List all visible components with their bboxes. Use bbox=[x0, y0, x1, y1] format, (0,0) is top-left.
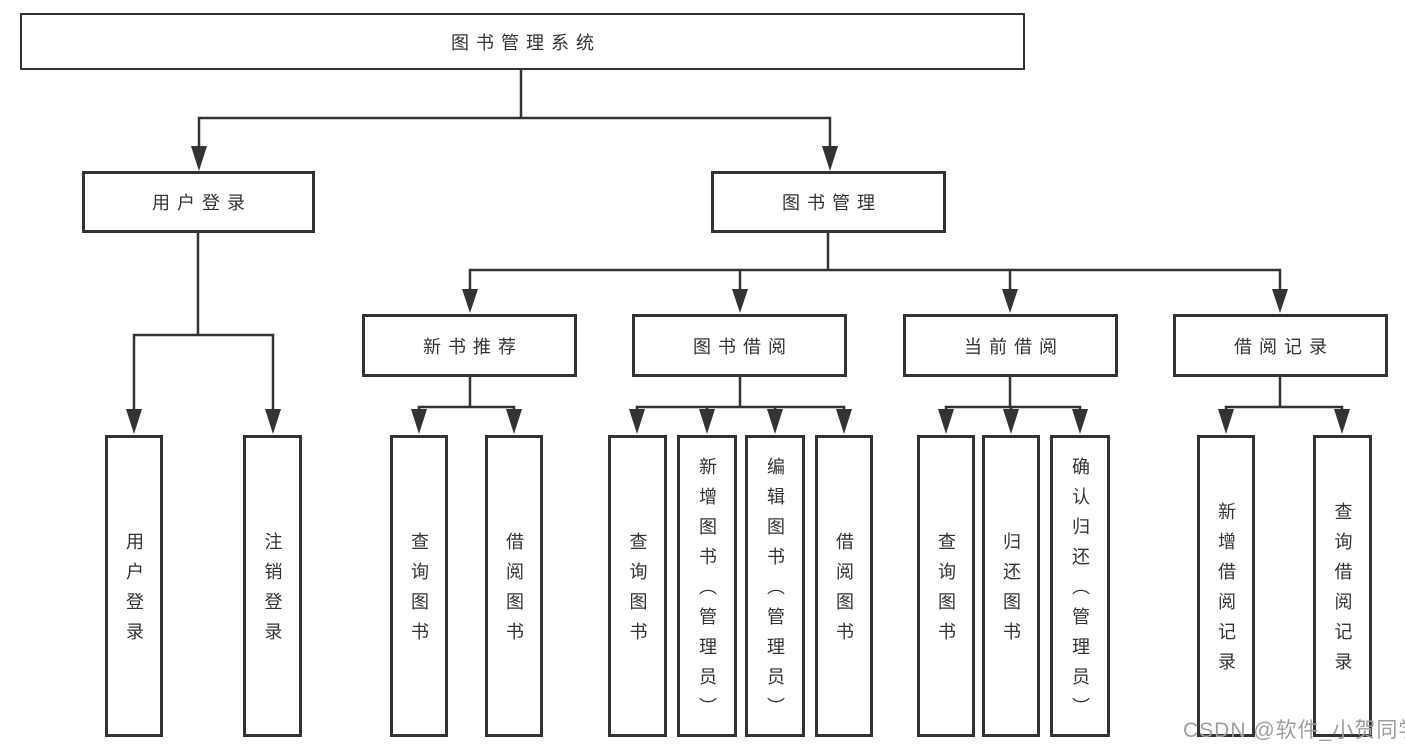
node-book-management-branch: 图书管理 bbox=[711, 171, 946, 233]
node-label: 图书管理系统 bbox=[451, 32, 601, 53]
arrow-icon bbox=[191, 146, 207, 171]
arrow-icon bbox=[836, 409, 852, 434]
node-label: 查询图书 bbox=[936, 532, 956, 652]
node-label: 编辑图书（管理员） bbox=[765, 457, 785, 727]
leaf-current-query-books: 查询图书 bbox=[917, 435, 975, 737]
leaf-records-add-record: 新增借阅记录 bbox=[1197, 435, 1255, 737]
connector-records-split bbox=[1224, 405, 1344, 414]
node-label: 查询图书 bbox=[627, 532, 648, 652]
leaf-records-query-record: 查询借阅记录 bbox=[1313, 435, 1372, 737]
connector-newbook-split bbox=[417, 405, 516, 414]
arrow-icon bbox=[506, 409, 522, 434]
node-label: 归还图书 bbox=[1001, 532, 1021, 652]
leaf-newbook-borrow-books: 借阅图书 bbox=[485, 435, 543, 737]
connector-current-split bbox=[944, 405, 1082, 414]
connector-userlogin-split bbox=[132, 333, 275, 415]
node-new-book-recommend: 新书推荐 bbox=[362, 314, 577, 377]
node-label: 借阅图书 bbox=[504, 532, 524, 652]
arrow-icon bbox=[1072, 409, 1088, 434]
connector-bookmgmt-split bbox=[468, 268, 1282, 295]
node-label: 新增图书（管理员） bbox=[697, 457, 717, 727]
arrow-icon bbox=[265, 409, 281, 434]
arrow-icon bbox=[938, 409, 954, 434]
connector-borrow-split bbox=[635, 405, 846, 414]
node-label: 借阅记录 bbox=[1234, 336, 1334, 357]
node-label: 借阅图书 bbox=[834, 532, 854, 652]
leaf-borrow-edit-books-admin: 编辑图书（管理员） bbox=[745, 435, 805, 737]
leaf-current-return-books: 归还图书 bbox=[982, 435, 1040, 737]
node-label: 当前借阅 bbox=[964, 336, 1064, 357]
node-label: 用户登录 bbox=[124, 532, 144, 652]
leaf-user-login: 用户登录 bbox=[105, 435, 163, 737]
arrow-icon bbox=[767, 409, 783, 434]
node-label: 查询图书 bbox=[409, 532, 429, 652]
leaf-borrow-add-books-admin: 新增图书（管理员） bbox=[677, 435, 737, 737]
leaf-current-confirm-return-admin: 确认归还（管理员） bbox=[1050, 435, 1110, 737]
node-label: 确认归还（管理员） bbox=[1070, 457, 1090, 727]
arrow-icon bbox=[411, 409, 427, 434]
node-book-borrow: 图书借阅 bbox=[632, 314, 847, 377]
arrow-icon bbox=[822, 146, 838, 171]
node-borrow-records: 借阅记录 bbox=[1173, 314, 1388, 377]
arrow-icon bbox=[126, 409, 142, 434]
arrow-icon bbox=[1003, 409, 1019, 434]
node-label: 注销登录 bbox=[262, 532, 283, 652]
arrow-icon bbox=[629, 409, 645, 434]
node-label: 图书借阅 bbox=[693, 336, 793, 357]
leaf-logout: 注销登录 bbox=[243, 435, 302, 737]
arrow-icon bbox=[1002, 289, 1018, 313]
node-label: 新书推荐 bbox=[423, 336, 523, 357]
node-library-system: 图书管理系统 bbox=[20, 13, 1025, 70]
arrow-icon bbox=[1272, 289, 1288, 313]
arrow-icon bbox=[699, 409, 715, 434]
leaf-borrow-query-books: 查询图书 bbox=[608, 435, 667, 737]
node-label: 新增借阅记录 bbox=[1216, 502, 1236, 682]
node-user-login-branch: 用户登录 bbox=[82, 171, 315, 233]
arrow-icon bbox=[462, 289, 478, 313]
node-label: 查询借阅记录 bbox=[1332, 502, 1353, 682]
watermark: CSDN @软件_小贺同学 bbox=[1183, 719, 1405, 742]
arrow-icon bbox=[1334, 409, 1350, 434]
connector-root-split bbox=[197, 116, 832, 150]
leaf-borrow-borrow-books: 借阅图书 bbox=[815, 435, 873, 737]
arrow-icon bbox=[732, 289, 748, 313]
leaf-newbook-query-books: 查询图书 bbox=[390, 435, 448, 737]
node-label: 用户登录 bbox=[152, 193, 252, 213]
node-current-borrow: 当前借阅 bbox=[903, 314, 1118, 377]
node-label: 图书管理 bbox=[782, 193, 882, 213]
arrow-icon bbox=[1218, 409, 1234, 434]
